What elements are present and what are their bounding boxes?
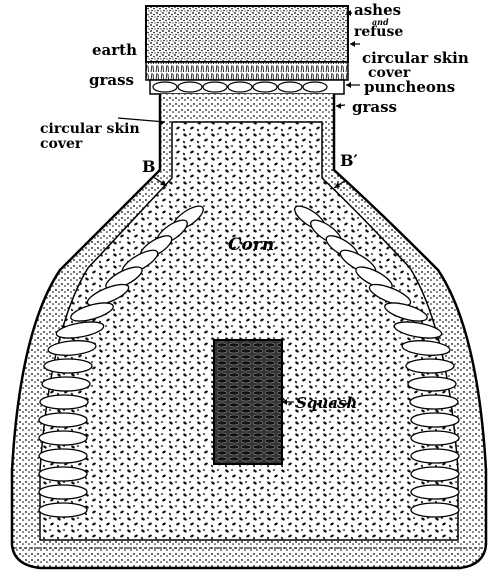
earth-layer bbox=[146, 6, 348, 62]
label-circular-skin-cover-left: circular skin bbox=[40, 121, 140, 137]
puncheons-layer bbox=[150, 80, 344, 94]
grass-layer-upper bbox=[146, 62, 348, 80]
squash-block bbox=[214, 340, 282, 464]
label-b-left: B bbox=[142, 157, 156, 176]
label-earth: earth bbox=[92, 41, 137, 59]
label-puncheons: puncheons bbox=[364, 78, 455, 96]
label-corn: Corn bbox=[228, 235, 274, 255]
label-squash: Squash bbox=[296, 394, 357, 412]
corn-fill bbox=[40, 122, 458, 540]
label-b-right: B′ bbox=[340, 151, 358, 170]
label-cover-left: cover bbox=[40, 136, 83, 152]
label-refuse: refuse bbox=[354, 24, 403, 40]
label-grass-left: grass bbox=[89, 71, 134, 89]
label-grass-right: grass bbox=[352, 98, 397, 116]
